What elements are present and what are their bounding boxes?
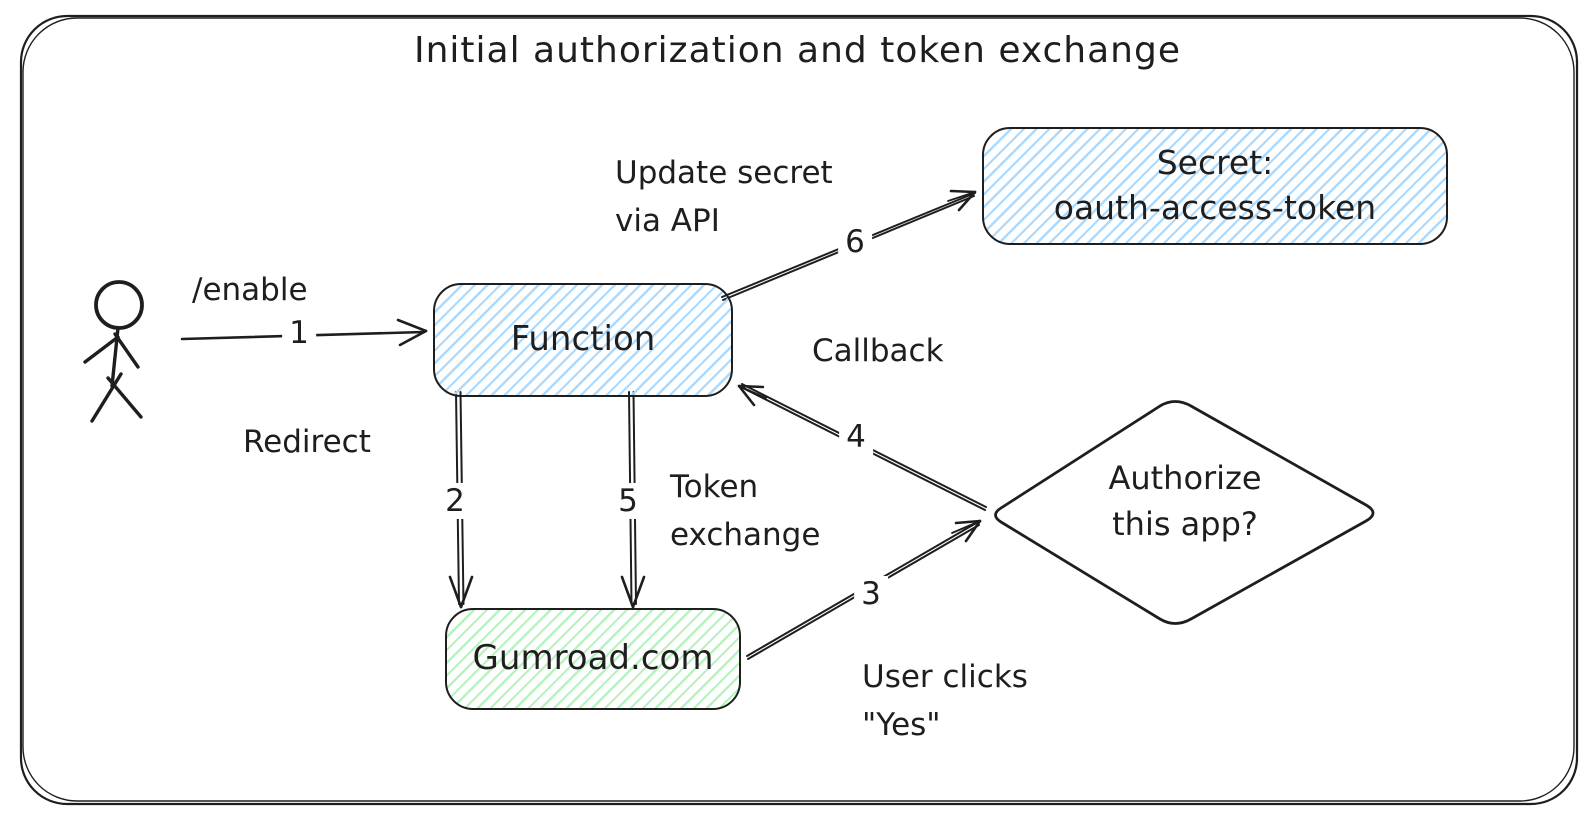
- node-secret-line1: Secret:: [1156, 143, 1274, 183]
- diagram-title: Initial authorization and token exchange: [413, 30, 1181, 71]
- edge-number-1: 1: [282, 314, 316, 352]
- node-function-label: Function: [510, 319, 656, 360]
- edge-label-update-secret: Update secret via API: [615, 155, 833, 240]
- edge-label-user-clicks-yes: User clicks "Yes": [862, 659, 1028, 744]
- edge-number-4: 4: [839, 418, 873, 456]
- edge-label-enable: /enable: [192, 272, 308, 308]
- edge-number-2: 2: [438, 482, 472, 520]
- node-gumroad-label: Gumroad.com: [472, 638, 714, 679]
- node-gumroad: Gumroad.com: [445, 608, 741, 710]
- edge-label-redirect: Redirect: [243, 424, 371, 460]
- decision-line1: Authorize: [1108, 459, 1262, 497]
- decision-diamond-shape: [994, 400, 1375, 625]
- decision-line2: this app?: [1112, 505, 1258, 544]
- edge-number-3: 3: [854, 575, 888, 613]
- edge-label-token-exchange: Token exchange: [670, 469, 821, 554]
- frame-border: [19, 14, 1579, 806]
- edge-label-callback: Callback: [812, 333, 944, 369]
- edge-number-5: 5: [611, 482, 645, 520]
- node-function: Function: [433, 283, 733, 397]
- node-secret: Secret: oauth-access-token: [982, 127, 1448, 245]
- edge-number-6: 6: [838, 223, 872, 261]
- user-actor-icon: [83, 280, 144, 423]
- node-decision-label: Authorize this app?: [1030, 455, 1340, 548]
- node-secret-line2: oauth-access-token: [1053, 188, 1377, 227]
